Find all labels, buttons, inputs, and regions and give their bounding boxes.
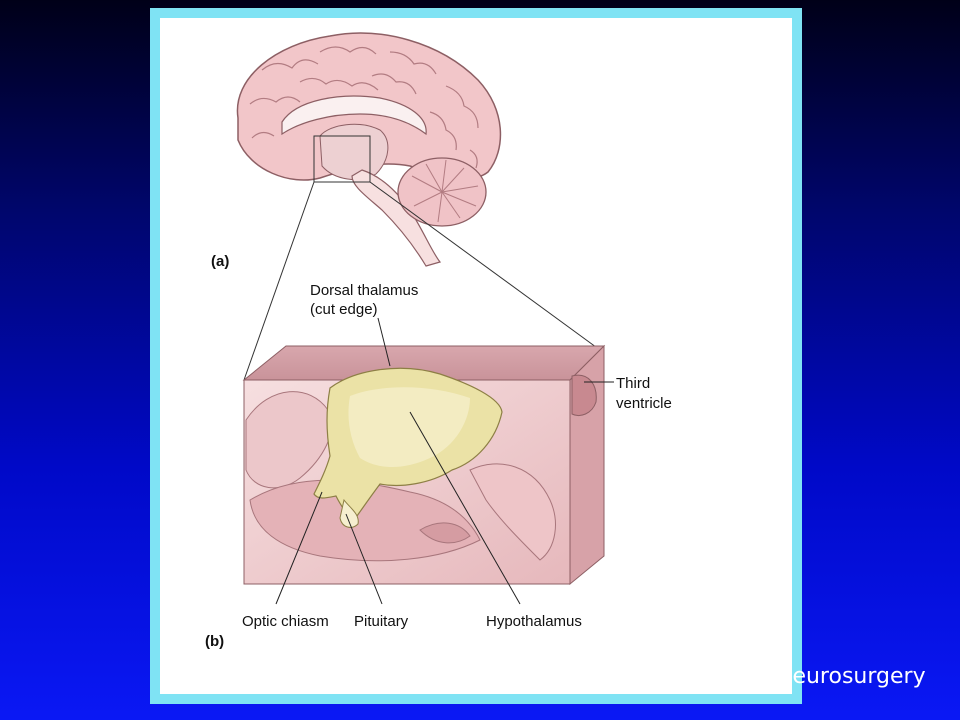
optic-chiasm-label: Optic chiasm (242, 613, 329, 630)
hypothalamus-label: Hypothalamus (486, 613, 582, 630)
sagittal-brain (236, 32, 502, 267)
panel-a-label: (a) (211, 253, 230, 270)
dorsal-thalamus-sublabel: (cut edge) (310, 301, 378, 318)
dorsal-thalamus-label: Dorsal thalamus (310, 282, 419, 299)
tissue-block (242, 344, 606, 586)
pituitary-label: Pituitary (354, 613, 409, 630)
leader-lines (275, 317, 614, 605)
third-ventricle-label: Third (616, 375, 651, 392)
watermark-text: Neurosurgery (776, 663, 926, 689)
third-ventricle-sublabel: ventricle (616, 395, 672, 412)
panel-b-label: (b) (205, 633, 225, 650)
zoom-line-left (243, 181, 315, 381)
wechat-icon (728, 661, 768, 690)
zoom-line-right (369, 181, 601, 351)
watermark: Neurosurgery (726, 660, 926, 692)
